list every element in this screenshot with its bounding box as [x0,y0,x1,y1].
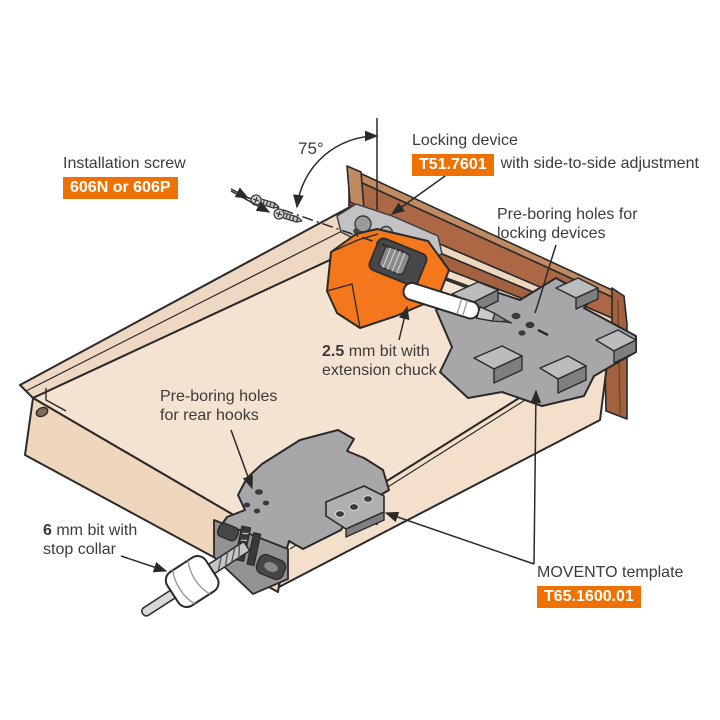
label-locking-device: Locking device T51.7601 with side-to-sid… [412,132,699,176]
preboring-locking-line1: Pre-boring holes for [497,206,638,223]
badge-t51-7601: T51.7601 [412,153,494,176]
label-bit-25: 2.5 mm bit with extension chuck [322,343,437,380]
bit6-size: 6 [43,522,52,539]
preboring-holes-locking [511,312,535,336]
label-angle-75: 75° [298,139,324,159]
screw-icon [273,208,303,223]
leader-bit6 [120,555,168,573]
bit6-line2: stop collar [43,540,116,558]
preboring-holes-rear [243,489,270,514]
preboring-rear-line2: for rear hooks [160,406,259,424]
installation-screws [250,194,303,223]
adjustment-wheel [368,237,428,287]
leader-movento-1 [530,389,542,565]
bit25-size: 2.5 [322,343,345,360]
leader-preboring-rear [230,429,253,490]
stop-collar [164,555,220,609]
movento-template-rear [213,429,390,595]
label-preboring-rear: Pre-boring holes for rear hooks [160,388,277,425]
bit25-rest: mm bit with [344,343,430,360]
leader-locking-device [390,170,453,215]
leader-movento-2 [384,511,535,565]
drill-bit-6mm-with-stop-collar [141,540,251,617]
locking-device-description: with side-to-side adjustment [500,155,699,173]
badge-t65-1600-01: T65.1600.01 [537,585,641,608]
label-installation-screw: Installation screw 606N or 606P [63,155,186,199]
angle-value: 75° [298,139,324,158]
preboring-rear-line1: Pre-boring holes [160,388,278,405]
movento-title: MOVENTO template [537,564,684,581]
leader-preboring-locking [534,244,557,314]
label-preboring-locking: Pre-boring holes for locking devices [497,206,638,243]
label-movento-template: MOVENTO template T65.1600.01 [537,564,683,608]
preboring-locking-line2: locking devices [497,224,606,242]
bit25-line2: extension chuck [322,361,437,379]
bit6-rest: mm bit with [51,522,138,539]
corner-notch [45,388,67,412]
badge-606: 606N or 606P [63,176,178,199]
small-screw [537,328,549,337]
locking-device-title: Locking device [412,132,518,149]
leader-screw-2 [230,190,271,213]
side-hole [35,406,49,418]
angle-arc [293,130,379,209]
extension-chuck-2-5mm-bit [402,281,513,324]
leader-bit25 [398,305,410,341]
leader-screw-1 [230,187,250,199]
label-bit-6: 6 mm bit with stop collar [43,522,137,559]
leader-lines [120,170,557,573]
installation-screw-title: Installation screw [63,155,186,172]
